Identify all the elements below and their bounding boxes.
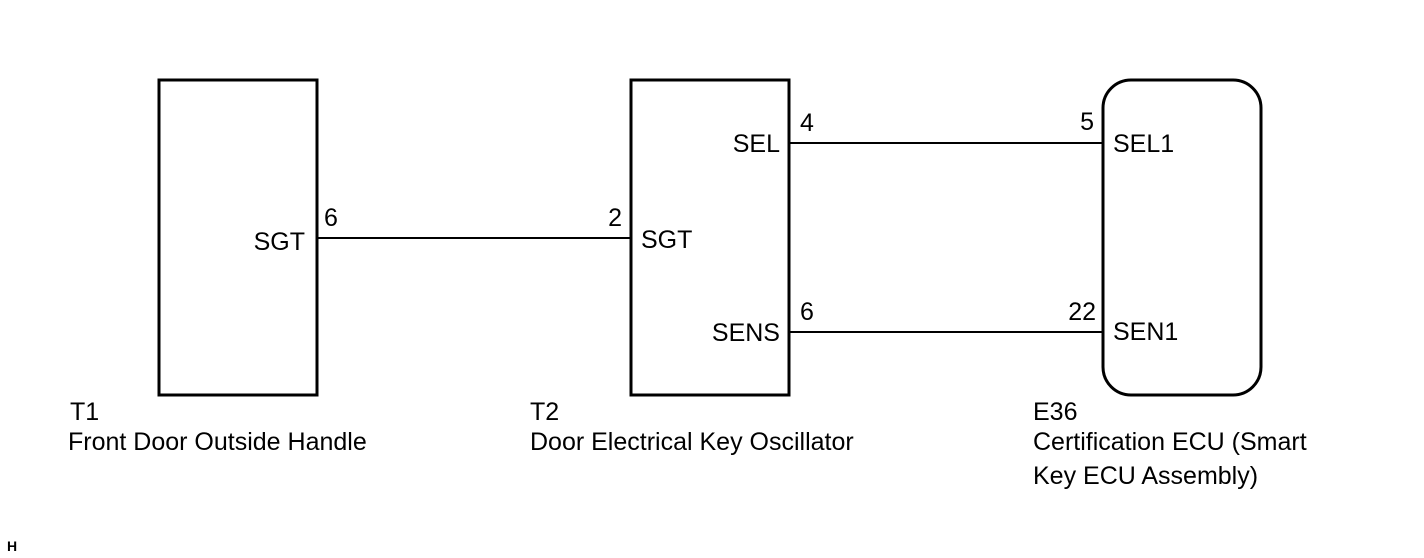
t2-pin-sgt-number: 2 [608,204,622,232]
t1-code: T1 [70,398,99,426]
corner-mark: H [7,538,17,554]
e36-name-line2: Key ECU Assembly) [1033,462,1258,490]
e36-pin-sel1-number: 5 [1080,108,1094,136]
e36-pin-sel1-label: SEL1 [1113,130,1174,158]
t2-code: T2 [530,398,559,426]
t1-pin-sgt-number: 6 [324,204,338,232]
t2-pin-sel-number: 4 [800,109,814,137]
e36-code: E36 [1033,398,1077,426]
e36-connector-box [1101,78,1263,397]
t2-pin-sens-number: 6 [800,298,814,326]
e36-pin-sen1-label: SEN1 [1113,318,1178,346]
e36-pin-sen1-number: 22 [1068,298,1096,326]
t1-name: Front Door Outside Handle [68,428,367,456]
e36-name-line1: Certification ECU (Smart [1033,428,1307,456]
t2-pin-sel-label: SEL [733,130,780,158]
t2-pin-sgt-label: SGT [641,226,692,254]
t2-name: Door Electrical Key Oscillator [530,428,854,456]
t1-pin-sgt-label: SGT [254,228,305,256]
t2-pin-sens-label: SENS [712,319,780,347]
